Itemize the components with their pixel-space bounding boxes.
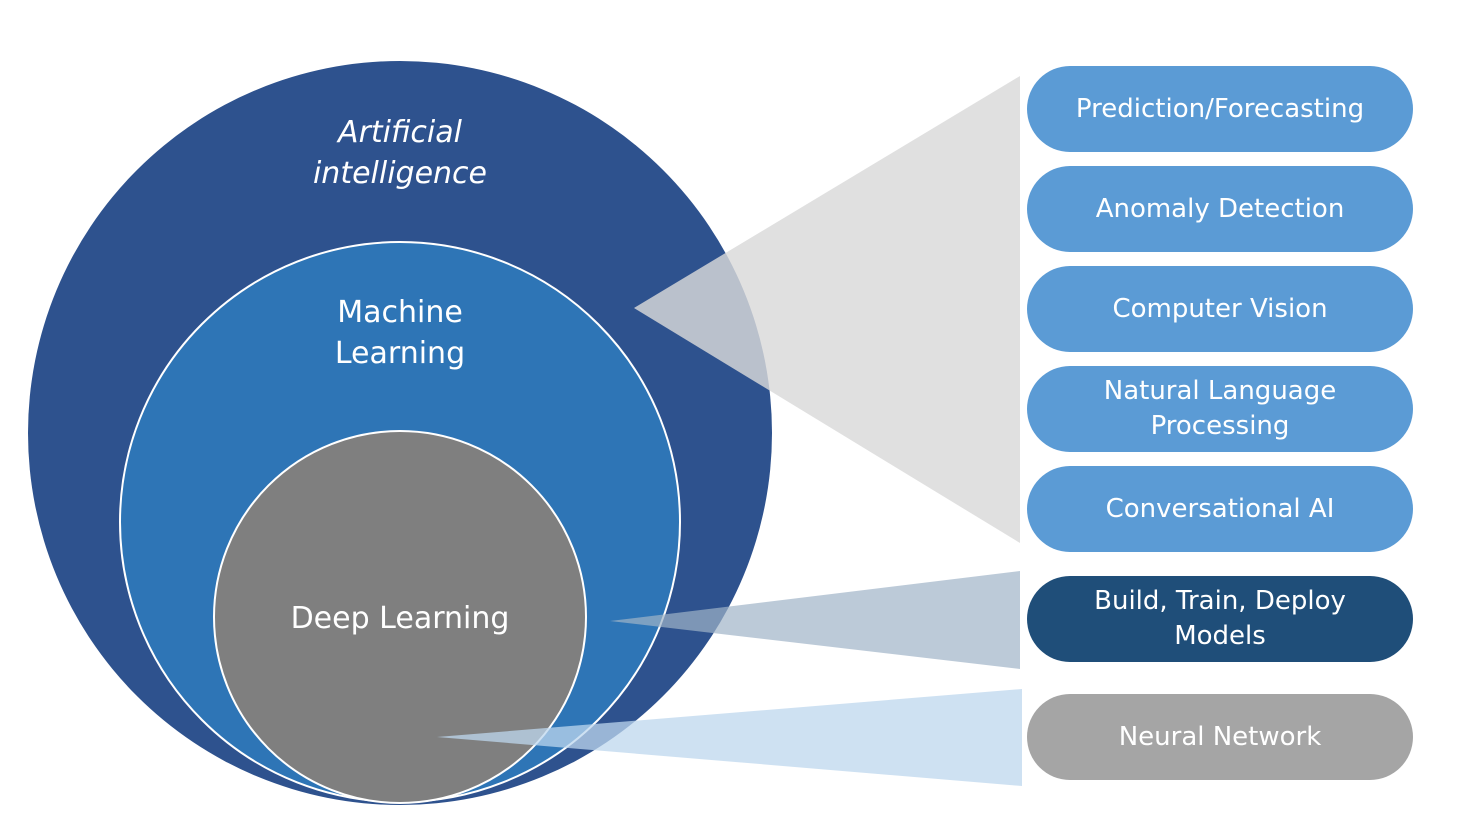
dl-circle xyxy=(213,430,587,804)
capability-pill-neural-network: Neural Network xyxy=(1027,694,1413,780)
ml-label-line-2: Learning xyxy=(335,336,465,371)
application-pill-conversational-ai: Conversational AI xyxy=(1027,466,1413,552)
ai-connector-triangle xyxy=(634,76,1020,543)
application-pill-anomaly-detection: Anomaly Detection xyxy=(1027,166,1413,252)
ai-label-line-1: Artificial xyxy=(336,115,463,150)
dl-connector-triangle xyxy=(437,689,1022,786)
application-pill-nlp: Natural Language Processing xyxy=(1027,366,1413,452)
ml-connector-triangle xyxy=(610,571,1020,669)
application-pill-computer-vision: Computer Vision xyxy=(1027,266,1413,352)
ml-label-line-1: Machine xyxy=(337,295,463,330)
application-pill-prediction-forecasting: Prediction/Forecasting xyxy=(1027,66,1413,152)
capability-pill-build-train-deploy: Build, Train, Deploy Models xyxy=(1027,576,1413,662)
ai-label-line-2: intelligence xyxy=(313,156,487,191)
dl-label: Deep Learning xyxy=(291,601,510,636)
